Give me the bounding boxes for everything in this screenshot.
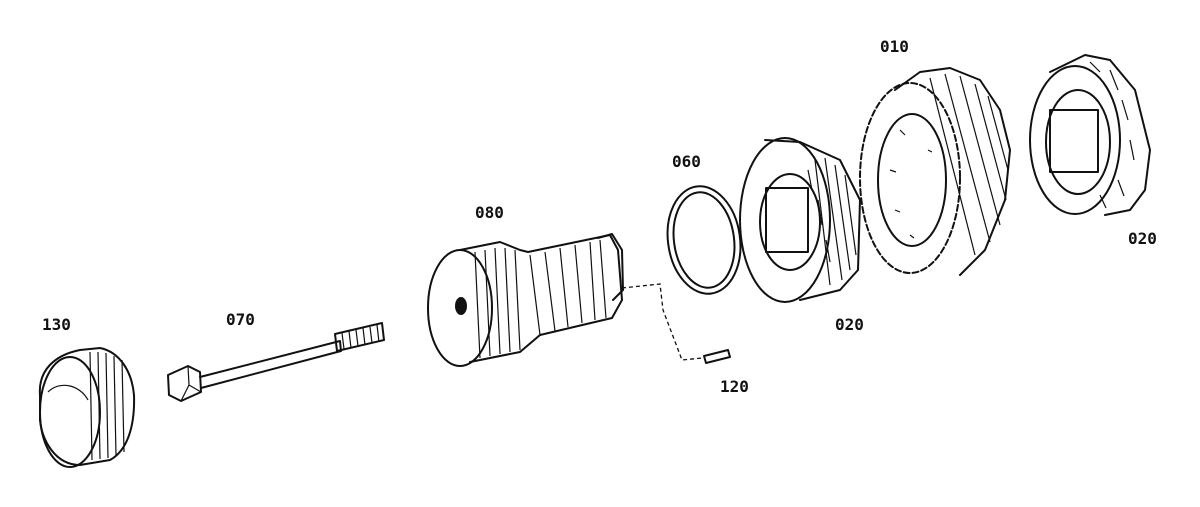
label-080: 080 [475,203,504,222]
bearing-part-020-front [739,137,861,303]
label-060: 060 [672,152,701,171]
bearing-part-020-rear [1029,54,1151,216]
cap-part-130 [38,347,136,468]
o-ring-part-060 [666,185,742,295]
label-010: 010 [880,37,909,56]
label-130: 130 [42,315,71,334]
pin-part-120 [703,349,731,364]
label-120: 120 [720,377,749,396]
label-070: 070 [226,310,255,329]
bolt-part-070 [167,322,385,402]
label-020-rear: 020 [1128,229,1157,248]
pin-leader-line [621,283,703,361]
hub-part-080 [427,233,624,367]
gear-part-010 [859,67,1011,276]
label-020-front: 020 [835,315,864,334]
